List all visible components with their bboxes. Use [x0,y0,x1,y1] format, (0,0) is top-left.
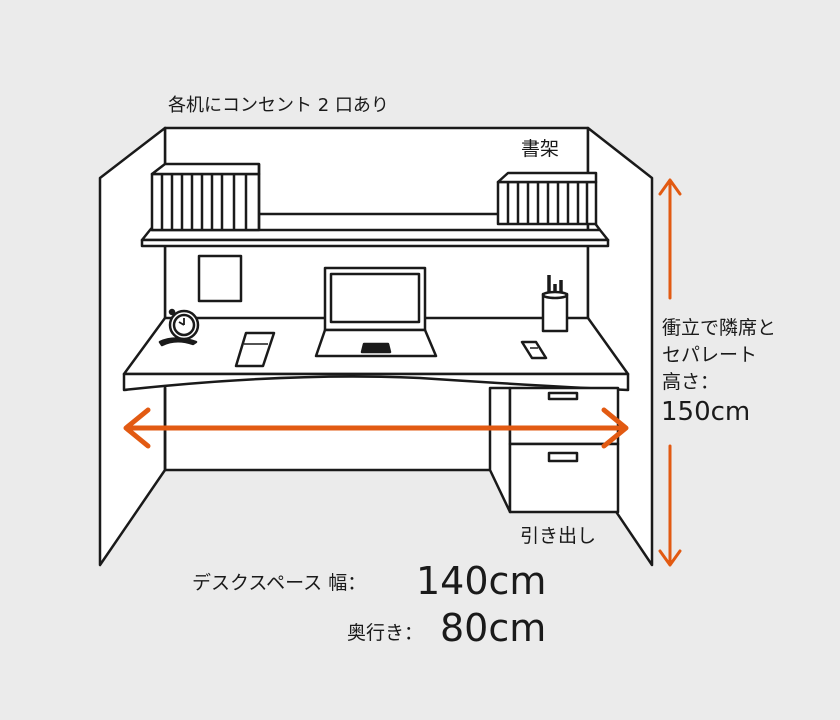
shelf-top [140,228,610,242]
clock-icon [158,308,200,347]
shelf-label: 書架 [521,138,560,160]
partition-label-line2: セパレート [662,344,758,366]
shelf-front [140,238,610,248]
depth-value: 80cm [440,606,547,650]
books-right [496,171,598,226]
pen-holder-icon [541,275,569,333]
books-left [150,162,261,232]
height-arrow [658,178,682,567]
phone-icon [520,340,548,360]
width-value: 140cm [416,559,547,603]
width-label: デスクスペース 幅： [192,572,367,594]
depth-label: 奥行き： [347,622,424,644]
drawer-unit [488,386,620,514]
laptop-icon [314,266,438,358]
outlet-label: 各机にコンセント 2 口あり [168,95,389,116]
wall-memo [197,254,243,303]
height-value: 150cm [661,397,751,427]
width-arrow [123,407,629,449]
drawer-label: 引き出し [520,525,597,547]
height-label: 高さ： [662,371,720,393]
partition-label-line1: 衝立で隣席と [662,317,777,339]
notepad [234,331,276,368]
